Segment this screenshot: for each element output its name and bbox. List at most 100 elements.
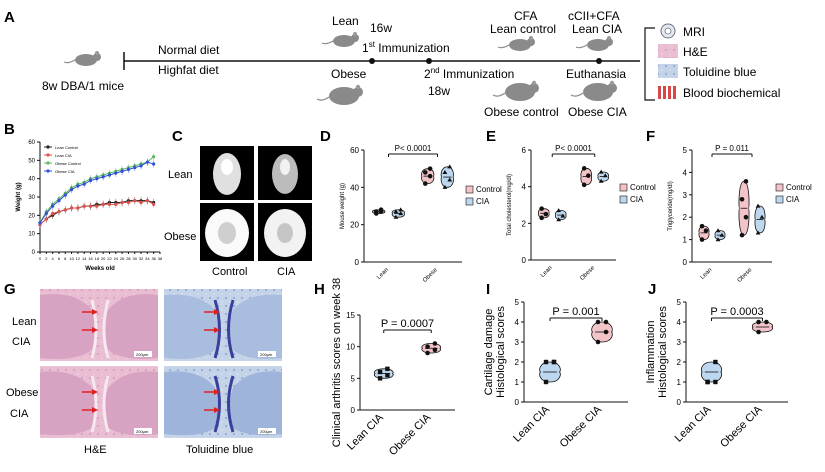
g-row2-cia: CIA <box>10 408 29 420</box>
data-point <box>377 376 383 381</box>
p-value: P = 0.0007 <box>381 318 434 330</box>
y-tick-label: 2 <box>677 358 682 367</box>
assay-bracket <box>644 27 655 101</box>
y-tick-label: 0 <box>515 398 520 407</box>
y-tick-label: 60 <box>28 140 35 146</box>
y-tick-label: 2 <box>683 213 688 222</box>
legend-swatch <box>46 145 50 149</box>
x-tick-label: 16 <box>88 256 93 261</box>
y-tick-label: 0 <box>355 258 360 267</box>
data-point <box>422 181 428 186</box>
legend-label: Control <box>786 183 812 192</box>
data-point <box>556 208 562 213</box>
lean-cia-label: Lean CIA <box>572 22 622 36</box>
obese-control-label: Obese control <box>484 105 559 119</box>
data-point <box>44 211 48 216</box>
data-point <box>560 213 566 218</box>
data-point <box>743 179 749 184</box>
he-caption: H&E <box>84 444 107 456</box>
data-point <box>51 211 55 216</box>
data-point <box>101 175 105 179</box>
y-tick-label: 5 <box>351 374 356 383</box>
category-label: Lean CIA <box>511 403 552 444</box>
p-value: P< 0.0001 <box>395 144 432 153</box>
x-tick-label: 24 <box>114 256 119 261</box>
x-tick-label: 12 <box>76 256 81 261</box>
x-tick-label: 6 <box>58 256 61 261</box>
data-point <box>713 359 718 365</box>
data-point <box>699 223 705 229</box>
assay-toluidine: Toluidine blue <box>683 65 757 79</box>
legend-swatch <box>46 161 50 165</box>
legend-label: CIA <box>786 195 800 204</box>
y-axis-label: Triglyceride(mg/dl) <box>668 181 674 230</box>
y-tick-label: 1 <box>683 236 688 245</box>
data-point <box>152 202 156 206</box>
cfa-label: CFA <box>514 9 537 23</box>
x-tick-label: 4 <box>52 256 55 261</box>
legend-swatch <box>619 195 628 204</box>
data-point <box>425 350 430 356</box>
y-tick-label: 5 <box>515 298 520 307</box>
data-point <box>715 237 721 242</box>
panel-letter-a: A <box>4 9 15 26</box>
panel-letter-i: I <box>486 281 490 298</box>
data-point <box>398 211 404 216</box>
data-point <box>95 204 99 208</box>
x-tick-label: 22 <box>107 256 112 261</box>
data-point <box>743 214 749 220</box>
data-point <box>139 164 143 168</box>
toluidine-caption: Toluidine blue <box>186 444 253 456</box>
data-point <box>145 199 149 203</box>
y-tick-label: 0 <box>683 258 688 267</box>
mouse-start-icon <box>63 50 102 67</box>
category-label: Lean <box>540 265 554 279</box>
y-tick-label: 10 <box>28 232 35 238</box>
lean-label: Lean <box>332 14 359 28</box>
legend-swatch <box>465 197 474 206</box>
data-point <box>442 184 448 189</box>
y-tick-label: 2 <box>515 358 520 367</box>
y-tick-label: 6 <box>522 146 527 155</box>
svg-text:200μm: 200μm <box>260 429 273 434</box>
category-label: Lean CIA <box>673 403 714 444</box>
svg-text:200μm: 200μm <box>136 429 149 434</box>
diet-highfat: Highfat diet <box>158 63 219 77</box>
x-tick-label: 34 <box>145 256 150 261</box>
legend-label: Control <box>476 185 502 194</box>
data-point <box>595 319 601 325</box>
category-label: Obese <box>737 267 754 284</box>
x-tick-label: 26 <box>120 256 125 261</box>
data-point <box>82 204 86 208</box>
col-label-control: Control <box>212 266 247 278</box>
y-tick-label: 5 <box>683 146 688 155</box>
category-label: Lean <box>700 267 714 281</box>
g-row1-cia: CIA <box>12 336 31 348</box>
data-point <box>598 178 604 183</box>
y-axis-label: Cartilage damage <box>483 309 495 396</box>
legend-label: Obese Control <box>55 161 81 166</box>
category-label: Obese <box>579 265 596 282</box>
data-point <box>705 379 710 385</box>
data-point <box>393 209 399 214</box>
y-tick-label: 3 <box>683 191 688 200</box>
category-label: Obese CIA <box>718 403 765 450</box>
data-point <box>385 366 390 372</box>
data-point <box>145 160 149 164</box>
data-point <box>57 210 61 214</box>
data-point <box>88 178 93 183</box>
data-point <box>556 217 562 222</box>
legend-swatch <box>619 183 628 192</box>
data-point <box>713 379 718 385</box>
obese-cia-mouse-icon <box>570 80 618 102</box>
data-point <box>543 359 549 365</box>
data-point <box>432 341 438 346</box>
x-tick-label: 14 <box>82 256 87 261</box>
panel-letter-h: H <box>314 281 325 298</box>
